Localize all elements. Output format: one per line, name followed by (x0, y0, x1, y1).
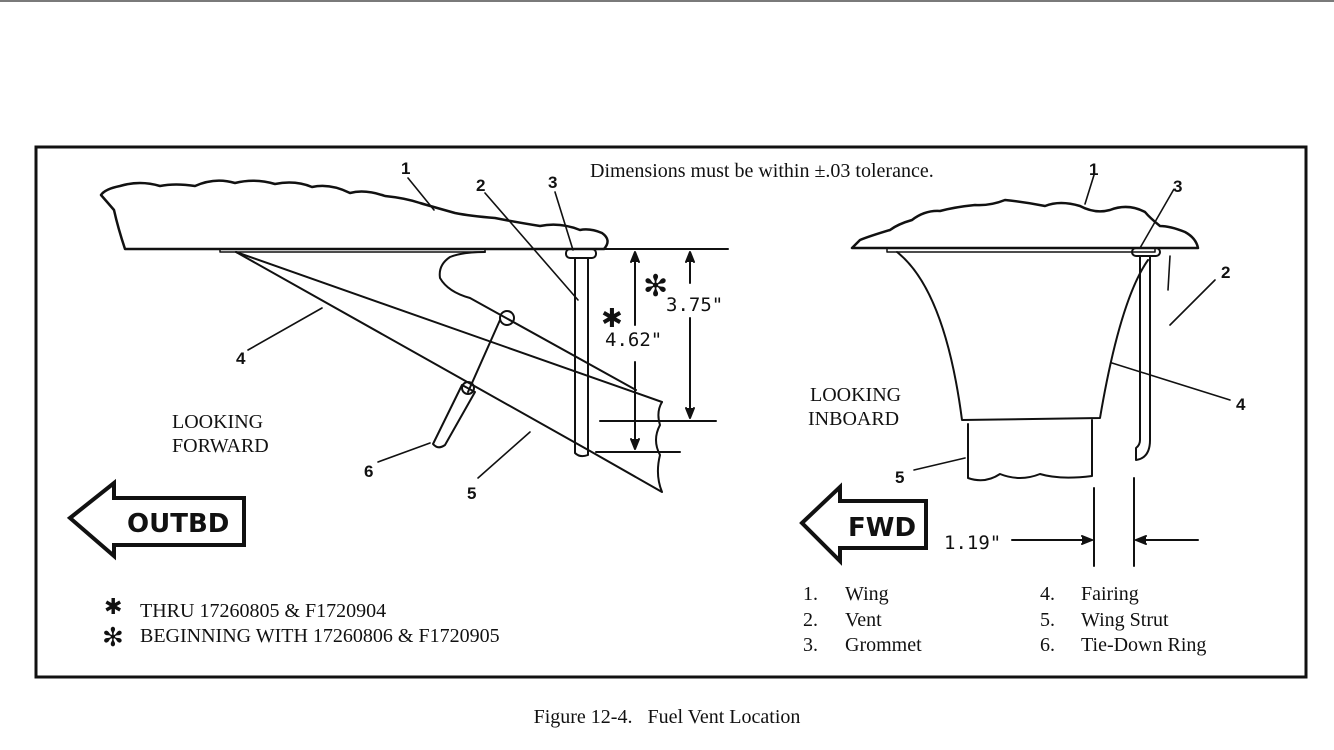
legend-num: 4. (1040, 583, 1055, 605)
right-view (850, 198, 1231, 567)
legend-num: 5. (1040, 609, 1055, 631)
vent-right-view (1135, 256, 1151, 461)
callout-1-left: 1 (401, 159, 410, 178)
dimension-3-75: 3.75" (666, 294, 723, 316)
view-label-left-1: LOOKING (172, 411, 263, 433)
grommet-right-view (1131, 247, 1161, 257)
legend-num: 6. (1040, 634, 1055, 656)
parts-legend: 1. Wing 2. Vent 3. Grommet 4. Fairing 5.… (803, 583, 1206, 656)
vent-left-view (574, 257, 589, 458)
callout-3-right: 3 (1173, 177, 1182, 196)
tolerance-note: Dimensions must be within ±.03 tolerance… (590, 160, 934, 182)
figure-frame (34, 145, 1308, 679)
view-label-left-2: FORWARD (172, 435, 269, 457)
grommet-left-view (565, 248, 597, 259)
dimension-4-62: 4.62" (605, 329, 662, 351)
outbd-direction-arrow: OUTBD (66, 478, 246, 561)
view-label-right-2: INBOARD (808, 408, 899, 430)
figure-caption: Figure 12-4. Fuel Vent Location (533, 706, 801, 728)
tie-down-ring (432, 384, 476, 449)
callout-2-right: 2 (1221, 263, 1230, 282)
callout-2-left: 2 (476, 176, 485, 195)
serial-notes: ✱ THRU 17260805 & F1720904 ✻ BEGINNING W… (102, 595, 500, 653)
open-asterisk-icon: ✻ (102, 623, 124, 653)
wing-left-view (99, 179, 609, 251)
note-thru: THRU 17260805 & F1720904 (140, 600, 386, 622)
left-view (99, 174, 1095, 493)
callout-1-right: 1 (1089, 160, 1098, 179)
open-asterisk-icon: ✻ (643, 269, 668, 304)
legend-num: 1. (803, 583, 818, 605)
legend-num: 3. (803, 634, 818, 656)
callout-3-left: 3 (548, 173, 557, 192)
right-view-callouts: 1 2 3 4 5 (895, 160, 1246, 487)
view-label-right-1: LOOKING (810, 384, 901, 406)
callout-5-left: 5 (467, 484, 476, 503)
legend-name: Tie-Down Ring (1081, 634, 1206, 656)
note-beginning: BEGINNING WITH 17260806 & F1720905 (140, 625, 500, 647)
wing-right-view (850, 198, 1200, 250)
callout-6-left: 6 (364, 462, 373, 481)
left-view-callouts: 1 2 3 4 5 6 (236, 159, 557, 503)
callout-4-left: 4 (236, 349, 246, 368)
solid-asterisk-icon: ✱ (104, 595, 122, 620)
legend-name: Wing (845, 583, 889, 605)
callout-5-right: 5 (895, 468, 904, 487)
fwd-direction-arrow: FWD (799, 482, 928, 566)
wing-strut-right-view (967, 419, 1093, 482)
callout-4-right: 4 (1236, 395, 1246, 414)
dimension-1-19: 1.19" (944, 532, 1001, 554)
legend-name: Fairing (1081, 583, 1139, 605)
legend-num: 2. (803, 609, 818, 631)
fuel-vent-diagram: Dimensions must be within ±.03 tolerance… (34, 145, 1308, 679)
fairing-left-view (235, 251, 663, 403)
legend-name: Grommet (845, 634, 922, 656)
fairing-right-view (896, 251, 1149, 421)
fwd-label: FWD (848, 513, 916, 543)
page-top-rule (0, 0, 1334, 2)
wing-strut-left-view (235, 251, 663, 493)
solid-asterisk-icon: ✱ (601, 304, 623, 334)
outbd-label: OUTBD (127, 509, 229, 539)
legend-name: Wing Strut (1081, 609, 1169, 631)
legend-name: Vent (845, 609, 882, 631)
